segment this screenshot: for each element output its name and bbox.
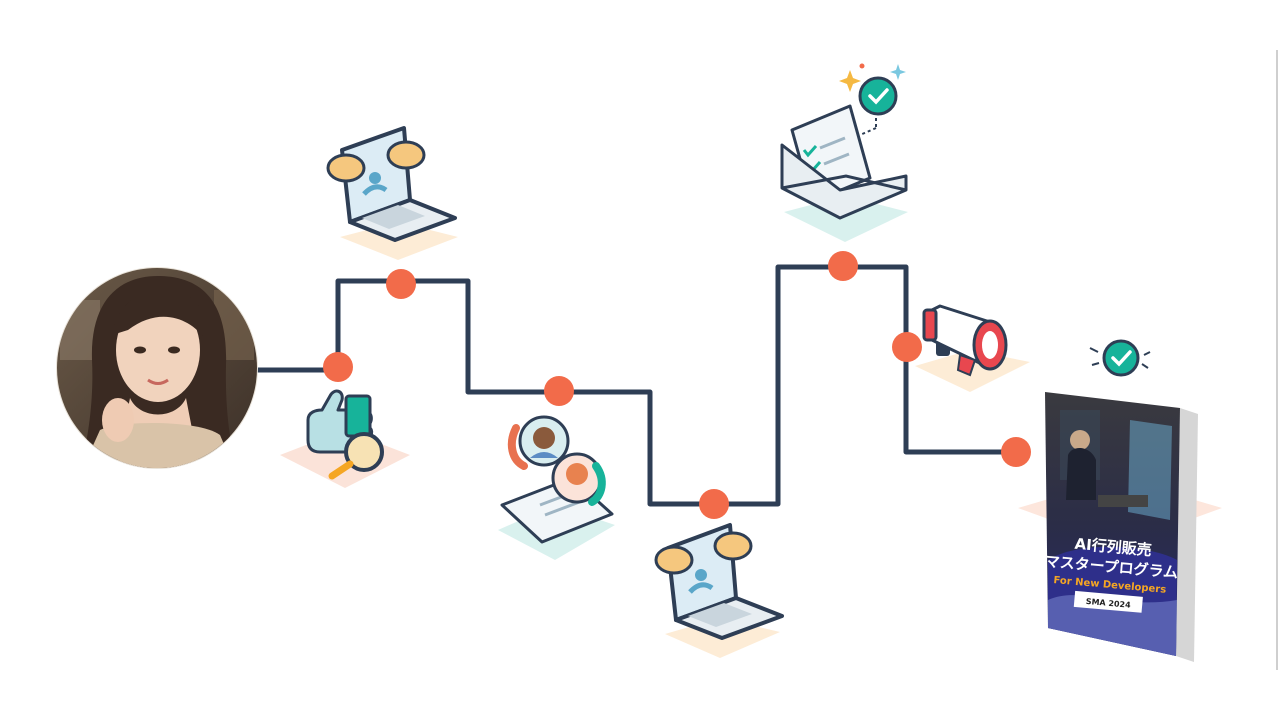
step-5-email-checklist bbox=[780, 63, 908, 242]
step-6-megaphone bbox=[915, 304, 1030, 392]
step-7-ebook bbox=[1018, 339, 1222, 662]
step-4-laptop-chat bbox=[654, 523, 784, 658]
sparkle-icon bbox=[839, 70, 861, 92]
journey-node bbox=[828, 251, 858, 281]
laptop-chat-icon bbox=[326, 126, 457, 242]
step-1-thumbs-up-magnifier bbox=[280, 389, 410, 488]
laptop-chat-icon bbox=[654, 523, 784, 640]
journey-node bbox=[892, 332, 922, 362]
step-3-contact-call bbox=[498, 415, 615, 560]
check-badge-icon bbox=[858, 76, 898, 116]
email-checklist-icon bbox=[780, 63, 908, 220]
journey-node bbox=[386, 269, 416, 299]
user-avatar bbox=[56, 267, 258, 469]
contact-call-icon bbox=[500, 415, 614, 544]
thumbs-up-magnifier-icon bbox=[306, 389, 384, 480]
step-2-laptop-chat bbox=[326, 126, 458, 260]
journey-node bbox=[1001, 437, 1031, 467]
ebook-badge: SMA 2024 bbox=[1085, 597, 1131, 610]
ebook-check-badge bbox=[1089, 339, 1151, 377]
journey-node bbox=[699, 489, 729, 519]
journey-path bbox=[256, 264, 1016, 507]
journey-nodes bbox=[323, 251, 1031, 519]
journey-node bbox=[323, 352, 353, 382]
journey-node bbox=[544, 376, 574, 406]
ebook-cover bbox=[1045, 392, 1198, 662]
megaphone-icon bbox=[922, 304, 1008, 377]
